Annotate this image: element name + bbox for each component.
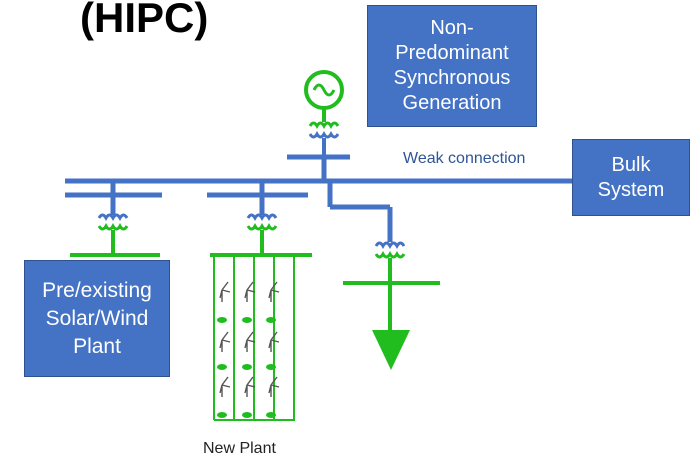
new-plant-label: New Plant bbox=[203, 440, 276, 457]
preexisting-plant-box: Pre/existing Solar/Wind Plant bbox=[24, 260, 170, 377]
generation-box: Non- Predominant Synchronous Generation bbox=[367, 5, 537, 127]
weak-connection-label: Weak connection bbox=[403, 150, 526, 167]
generation-line-2: Predominant bbox=[395, 42, 509, 64]
transformer-gen-icon bbox=[308, 121, 340, 157]
load-arrow-icon bbox=[372, 330, 410, 370]
generation-line-3: Synchronous bbox=[393, 67, 511, 89]
bulk-line-2: System bbox=[597, 178, 665, 201]
generation-line-4: Generation bbox=[402, 92, 502, 114]
transformer-right-icon bbox=[374, 241, 406, 282]
generator-icon bbox=[304, 70, 344, 122]
preexisting-line-3: Plant bbox=[73, 334, 121, 358]
bulk-system-box: Bulk System bbox=[572, 139, 690, 216]
diagram-title: (HIPC) bbox=[80, 0, 209, 41]
solar-unit-icons bbox=[217, 317, 276, 418]
preexisting-line-1: Pre/existing bbox=[42, 278, 152, 302]
preexisting-line-2: Solar/Wind bbox=[45, 306, 149, 330]
blue-network bbox=[65, 154, 574, 242]
wind-turbine-icons bbox=[219, 281, 280, 397]
transformer-left-icon bbox=[97, 213, 129, 254]
generation-line-1: Non- bbox=[430, 17, 474, 39]
bulk-line-1: Bulk bbox=[611, 153, 651, 176]
transformer-mid-icon bbox=[246, 213, 278, 254]
new-plant-array bbox=[213, 254, 295, 421]
